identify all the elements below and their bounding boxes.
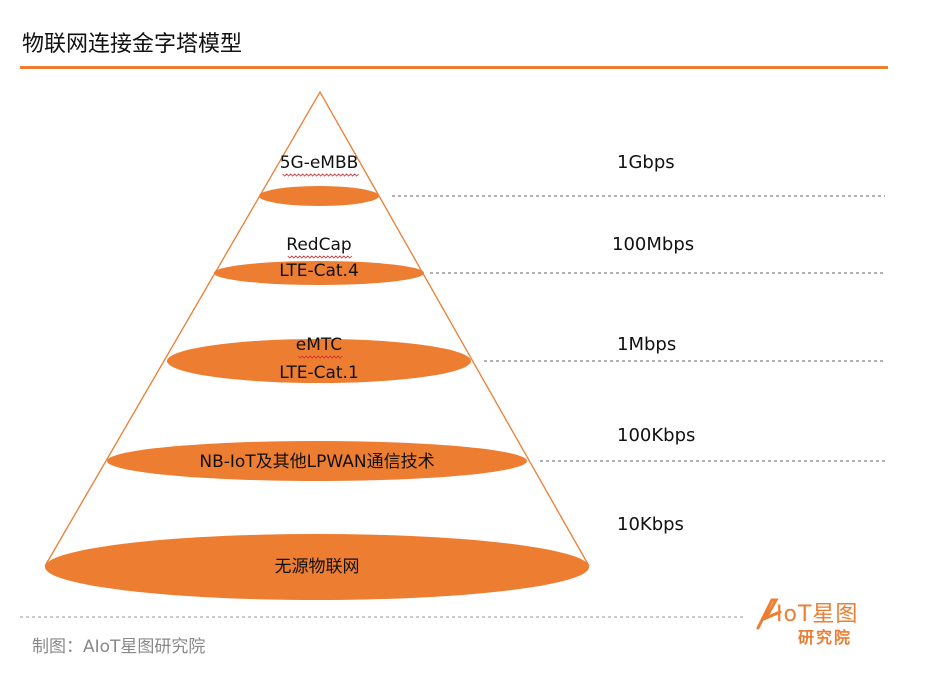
tier-disk-1 (259, 186, 379, 206)
tier-label-2-1: RedCap (286, 235, 351, 255)
tier-label-3-2: LTE-Cat.1 (279, 363, 359, 383)
tier-label-5-1: 无源物联网 (275, 557, 360, 577)
tier-label-2-2: LTE-Cat.4 (279, 261, 359, 281)
tier-disk-3 (167, 339, 471, 383)
tier-label-3-1: eMTC (296, 335, 342, 355)
logo-word: IoT星图 (776, 602, 859, 627)
tier-disk-4 (107, 441, 527, 481)
title-underline (20, 66, 888, 69)
footer-credit: 制图：AIoT星图研究院 (32, 637, 206, 657)
tier-speed-1: 1Gbps (617, 152, 675, 173)
tier-disk-2 (214, 261, 424, 285)
tier-label-1-1: 5G-eMBB (280, 153, 359, 173)
page-title: 物联网连接金字塔模型 (22, 32, 243, 57)
spellcheck-underline (287, 255, 353, 259)
spellcheck-underline (282, 173, 359, 177)
brand-logo: IoT星图 研究院 (756, 596, 896, 656)
tier-label-4-1: NB-IoT及其他LPWAN通信技术 (199, 452, 434, 472)
tier-speed-4: 100Kbps (617, 425, 695, 446)
pyramid-outline (44, 90, 590, 567)
tier-disk-5 (45, 534, 589, 600)
logo-subtitle: 研究院 (798, 628, 853, 647)
tier-speed-3: 1Mbps (617, 334, 676, 355)
spellcheck-underline (297, 355, 343, 359)
tier-speed-2: 100Mbps (612, 234, 694, 255)
tier-speed-5: 10Kbps (617, 514, 684, 535)
logo-mark-icon (756, 598, 782, 630)
